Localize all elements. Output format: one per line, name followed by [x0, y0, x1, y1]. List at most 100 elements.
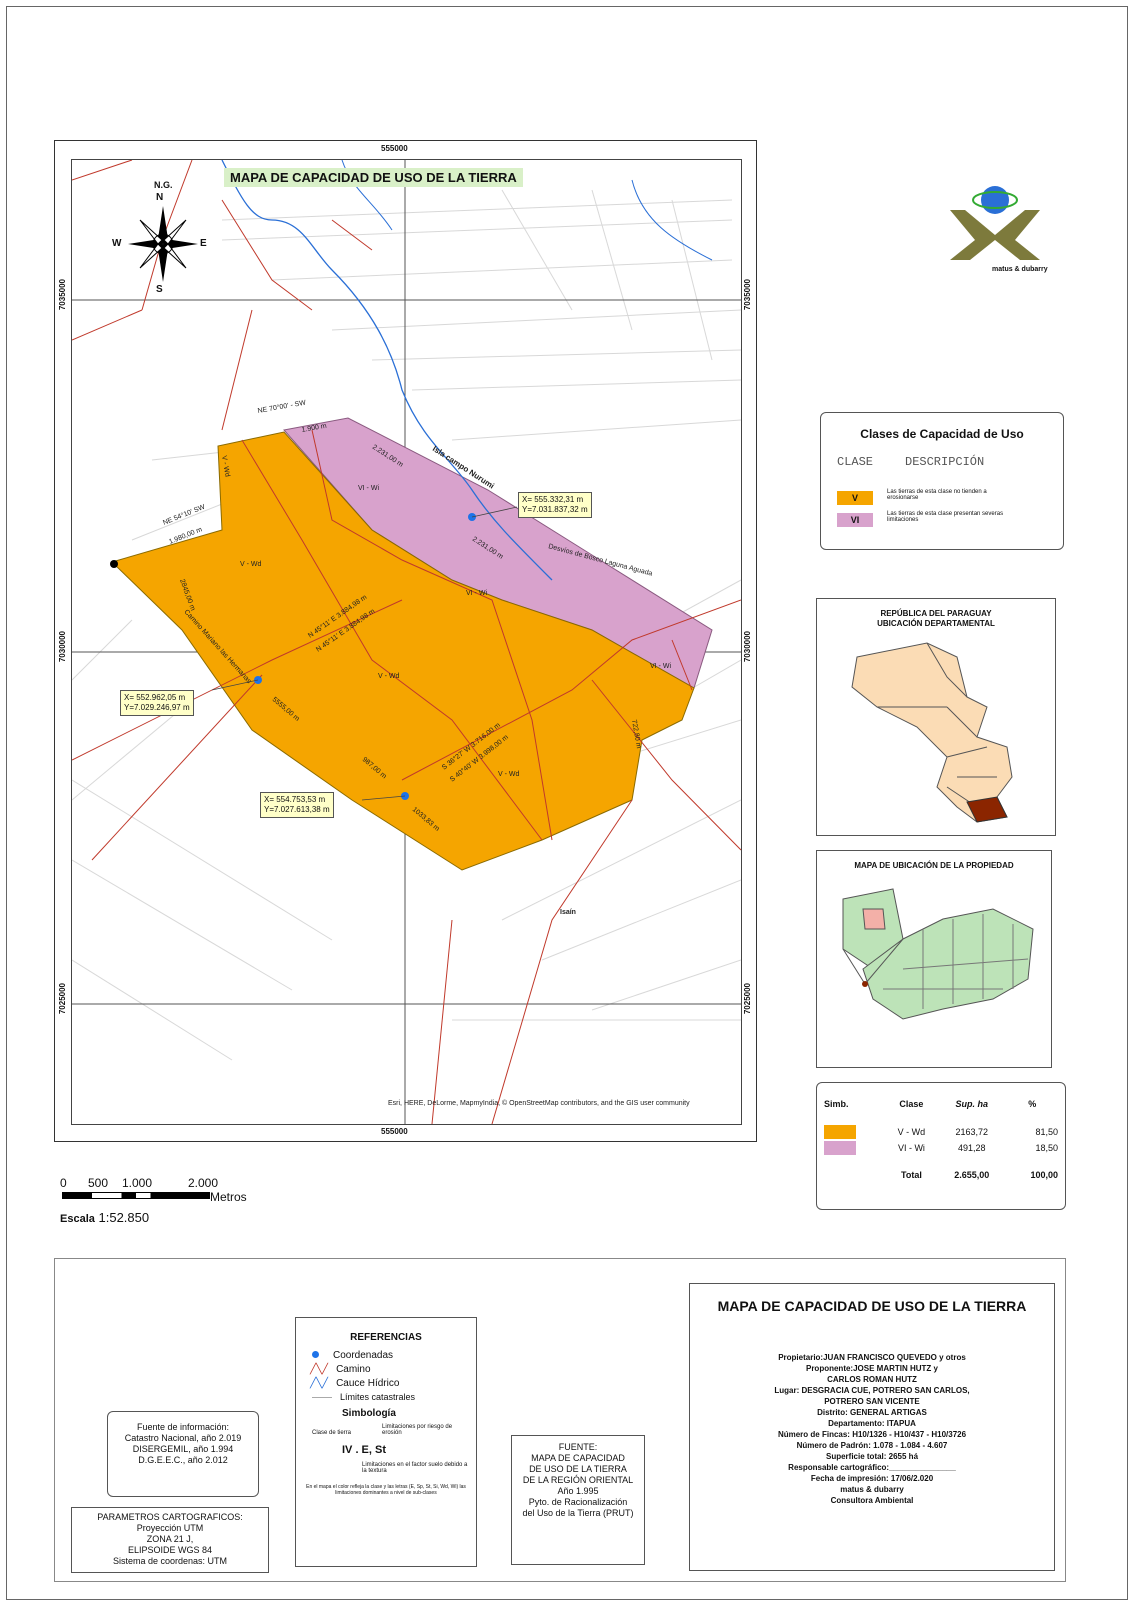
referencias: REFERENCIAS Coordenadas ╱╲╱ Camino ╱╲╱ Cau… — [295, 1317, 477, 1567]
fuente-prut: FUENTE: MAPA DE CAPACIDAD DE USO DE LA T… — [511, 1435, 645, 1565]
callout-1-x: X= 555.332,31 m — [522, 495, 584, 504]
coord-x-top: 555000 — [381, 144, 408, 153]
label-v-wd-4: V - Wd — [220, 455, 231, 477]
fuente-line: MAPA DE CAPACIDAD — [531, 1453, 625, 1463]
north-arrow: N.G. N W E S — [108, 180, 208, 300]
ref-camino-label: Camino — [336, 1364, 371, 1375]
label-ne-left: NE 54°10' SW — [162, 503, 207, 527]
road-icon: ╱╲╱ — [310, 1364, 329, 1375]
simb-limitaciones-riesgo: Limitaciones por riesgo de erosión — [382, 1424, 453, 1436]
label-l5: 722,80 m — [630, 719, 642, 749]
logo: matus & dubarry — [940, 170, 1050, 280]
label-vi-wi-3: VI - Wi — [650, 663, 671, 670]
ubicacion-prop-title: MAPA DE UBICACIÓN DE LA PROPIEDAD — [854, 861, 1014, 870]
north-arrow-n: N — [156, 192, 164, 203]
ubicacion-dep-title-2: UBICACIÓN DEPARTAMENTAL — [877, 619, 995, 628]
info-line: Proponente:JOSE MARTIN HUTZ y — [805, 1364, 938, 1373]
coord-y-left-3: 7025000 — [58, 983, 67, 1015]
north-arrow-ng: N.G. — [154, 180, 173, 190]
parametros-line: Sistema de coordenas: UTM — [112, 1556, 228, 1566]
dot-icon — [312, 1351, 319, 1358]
cell-sup: 491,28 — [958, 1143, 986, 1153]
north-arrow-w: W — [112, 238, 122, 249]
scale-unit: Metros — [210, 1190, 247, 1204]
simb-symbol: IV . E, St — [342, 1444, 387, 1456]
fuente-line: DE USO DE LA TIERRA — [529, 1464, 627, 1474]
ubicacion-dep-title-1: REPÚBLICA DEL PARAGUAY — [880, 609, 992, 618]
simb-nota: En el mapa el color refleja la clase y l… — [306, 1484, 466, 1496]
scale-bar-graphic — [62, 1192, 210, 1199]
col-clase: Clase — [899, 1099, 924, 1109]
ref-cauce-label: Cauce Hídrico — [336, 1378, 400, 1389]
scale-tick-1000: 1.000 — [122, 1176, 153, 1190]
col-sup: Sup. ha — [955, 1099, 989, 1109]
coord-y-right-1: 7035000 — [743, 279, 752, 311]
info-line: Superficie total: 2655 há — [825, 1452, 919, 1461]
callout-2-y: Y=7.029.246,97 m — [124, 703, 190, 712]
scale-text: Escala 1:52.850 — [60, 1210, 149, 1225]
property-location-map — [842, 888, 1034, 1020]
clases-legend: Clases de Capacidad de Uso CLASE DESCRIP… — [820, 412, 1064, 550]
area-table: Simb. Clase Sup. ha % V - Wd 2163,72 81,… — [816, 1082, 1066, 1210]
cell-total-label: Total — [901, 1170, 922, 1180]
clases-title: Clases de Capacidad de Uso — [860, 427, 1024, 441]
info-title: MAPA DE CAPACIDAD DE USO DE LA TIERRA — [717, 1298, 1027, 1314]
col-pct: % — [1028, 1099, 1037, 1109]
info-lines: Propietario:JUAN FRANCISCO QUEVEDO y otr… — [690, 1352, 1054, 1506]
label-vi-wi-2: VI - Wi — [466, 590, 487, 597]
callout-3-x: X= 554.753,53 m — [264, 795, 326, 804]
scale-tick-2000: 2.000 — [188, 1176, 219, 1190]
parametros-cartograficos: PARAMETROS CARTOGRAFICOS: Proyección UTM… — [71, 1507, 269, 1573]
table-total-row: Total 2.655,00 100,00 — [823, 1156, 1059, 1181]
parcel-lines — [72, 189, 741, 1061]
cell-clase: VI - Wi — [897, 1143, 925, 1153]
clase-v-desc: Las tierras de esta clase no tienden a e… — [887, 489, 987, 501]
coord-callout-3: X= 554.753,53 m Y=7.027.613,38 m — [260, 792, 334, 818]
logo-text: matus & dubarry — [992, 266, 1048, 273]
label-v-wd-3: V - Wd — [498, 771, 519, 778]
area-table-grid: Simb. Clase Sup. ha % V - Wd 2163,72 81,… — [823, 1093, 1059, 1181]
fuente-info-line: DISERGEMIL, año 1.994 — [132, 1444, 234, 1454]
cell-clase: V - Wd — [897, 1127, 926, 1137]
clase-vi-desc: Las tierras de esta clase presentan seve… — [887, 511, 1004, 523]
fuente-info-line: Fuente de información: — [136, 1422, 230, 1432]
class-v-polygon — [111, 431, 695, 871]
scale-tick-0: 0 — [60, 1176, 67, 1190]
simbologia-title: Simbología — [342, 1408, 396, 1419]
map-canvas[interactable]: NE 70°00' - SW 1.900 m Isla campo Nurumi… — [71, 159, 742, 1125]
clase-v-swatch: V — [837, 491, 873, 505]
river — [221, 160, 553, 581]
ref-camino: ╱╲╱ Camino — [310, 1364, 371, 1375]
north-arrow-e: E — [200, 238, 207, 249]
callout-3-y: Y=7.027.613,38 m — [264, 805, 330, 814]
ubicacion-propiedad: MAPA DE UBICACIÓN DE LA PROPIEDAD — [816, 850, 1052, 1068]
fuente-line: DE LA REGIÓN ORIENTAL — [522, 1475, 634, 1485]
scale-tick-500: 500 — [88, 1176, 109, 1190]
referencias-title: REFERENCIAS — [350, 1332, 422, 1343]
swatch-v — [824, 1125, 856, 1139]
table-row: V - Wd 2163,72 81,50 — [823, 1115, 1059, 1140]
fuente-line: FUENTE: — [558, 1442, 598, 1452]
coord-y-left-1: 7035000 — [58, 279, 67, 311]
info-line: matus & dubarry — [840, 1485, 904, 1494]
coord-callout-2: X= 552.962,05 m Y=7.029.246,97 m — [120, 690, 194, 716]
cell-pct: 81,50 — [1035, 1127, 1058, 1137]
vertex-point — [110, 560, 118, 568]
coord-callout-1: X= 555.332,31 m Y=7.031.837,32 m — [518, 492, 592, 518]
info-line: Número de Padrón: 1.078 - 1.084 - 4.607 — [796, 1441, 948, 1450]
scale-label: Escala — [60, 1213, 95, 1225]
fuente-info-line: Catastro Nacional, año 2.019 — [124, 1433, 242, 1443]
river-icon: ╱╲╱ — [310, 1378, 329, 1389]
label-boundary-top: NE 70°00' - SW — [257, 399, 307, 415]
clases-col-desc: DESCRIPCIÓN — [905, 455, 985, 469]
parametros-line: ZONA 21 J, — [146, 1534, 194, 1544]
label-boundary-top-len: 1.900 m — [301, 423, 327, 434]
info-line: POTRERO SAN VICENTE — [824, 1397, 920, 1406]
fuente-info-line: D.G.E.E.C., año 2.012 — [138, 1455, 228, 1465]
footer-panel: Fuente de información: Catastro Nacional… — [54, 1258, 1066, 1582]
info-line: Propietario:JUAN FRANCISCO QUEVEDO y otr… — [778, 1353, 966, 1362]
info-line: Departamento: ITAPUA — [828, 1419, 916, 1428]
ref-coordenadas: Coordenadas — [312, 1350, 393, 1361]
north-arrow-s: S — [156, 284, 163, 295]
info-line: Distrito: GENERAL ARTIGAS — [817, 1408, 927, 1417]
